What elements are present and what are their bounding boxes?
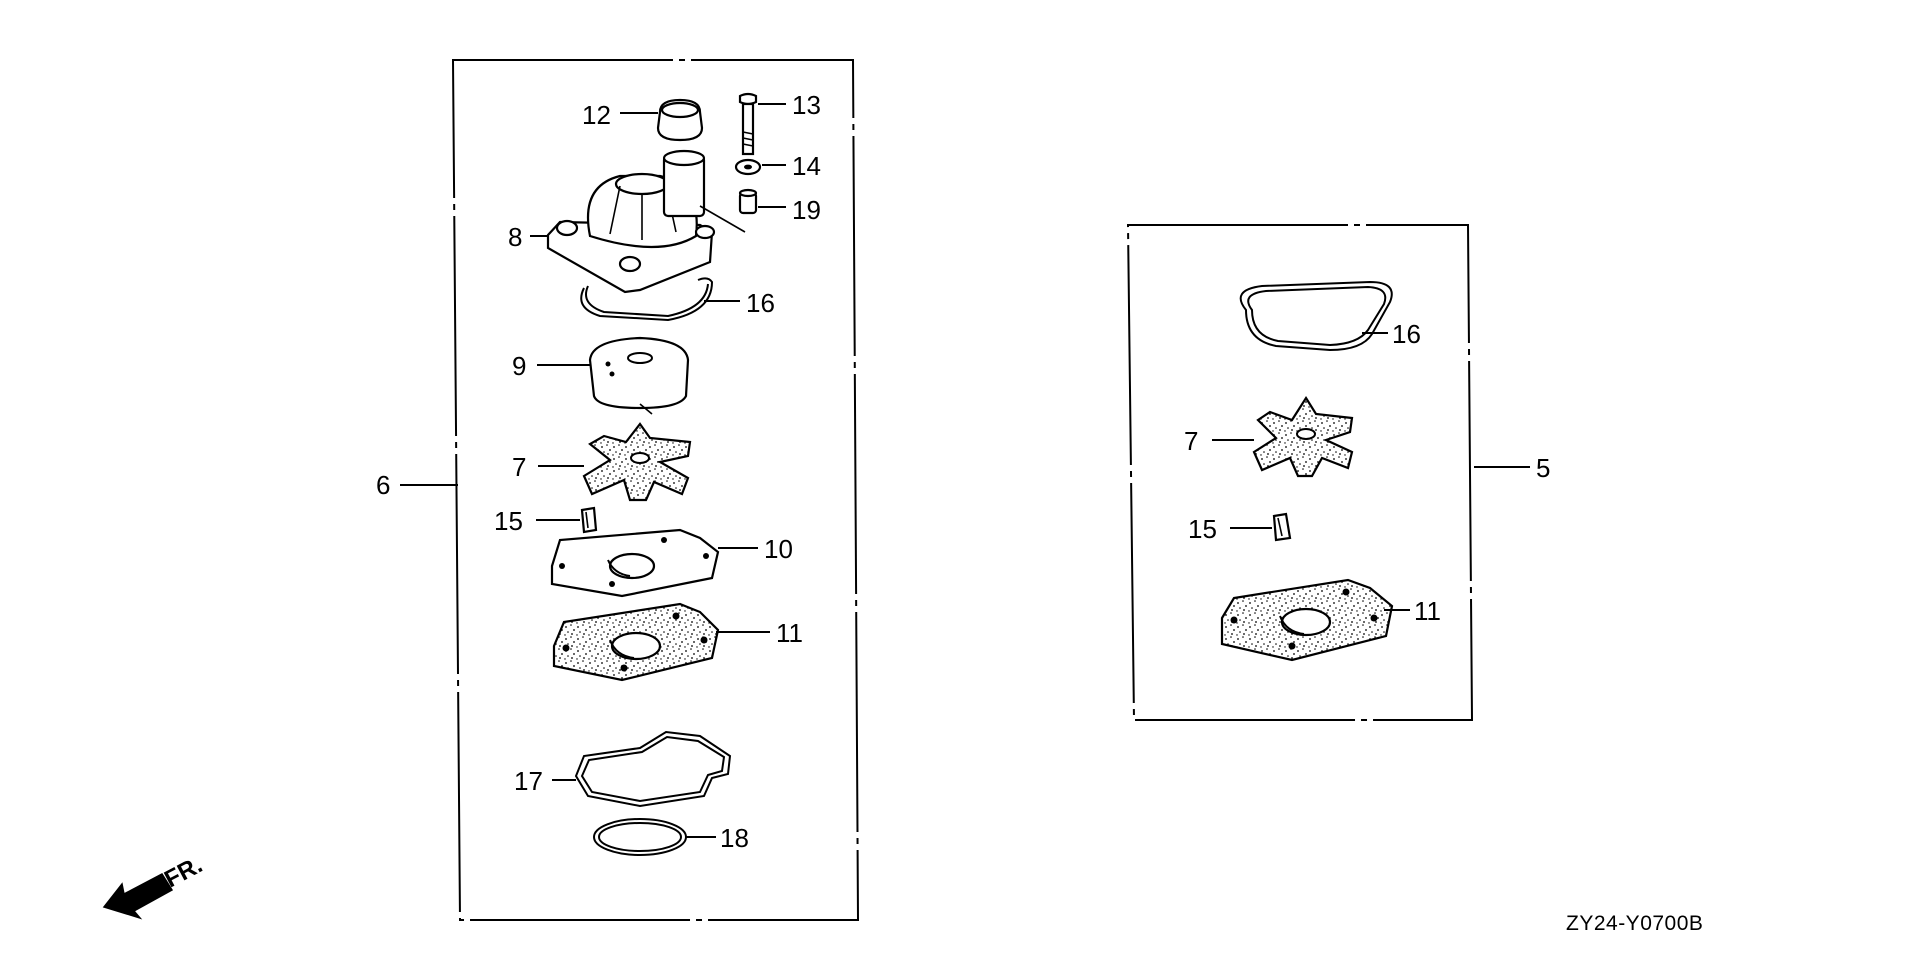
part-10-label: 10 bbox=[764, 534, 793, 564]
part-19-label: 19 bbox=[792, 195, 821, 225]
assembly-5-frame bbox=[1126, 224, 1474, 721]
part-13-bolt bbox=[738, 92, 786, 156]
assembly-6-callout: 6 bbox=[376, 470, 390, 500]
assembly-5-callout: 5 bbox=[1536, 453, 1550, 483]
part-16-seal-right bbox=[1239, 280, 1393, 352]
part-7-impeller-right bbox=[1212, 395, 1354, 478]
part-10-plate bbox=[550, 528, 758, 598]
part-7-impeller-left bbox=[538, 422, 692, 502]
part-9-liner bbox=[537, 336, 690, 415]
part-17-label: 17 bbox=[514, 766, 543, 796]
part-19-collar bbox=[738, 188, 786, 215]
part-11-gasket-right bbox=[1220, 578, 1410, 662]
part-12-label: 12 bbox=[582, 100, 611, 130]
part-9-label: 9 bbox=[512, 351, 526, 381]
part-15-key-left bbox=[536, 506, 598, 534]
part-12-grommet bbox=[620, 98, 704, 142]
part-18-o-ring bbox=[593, 818, 716, 856]
assembly-5-group: 5 16 7 15 bbox=[1126, 224, 1550, 721]
part-15-right-label: 15 bbox=[1188, 514, 1217, 544]
part-8-pump-housing bbox=[530, 149, 746, 294]
part-15-key-right bbox=[1230, 512, 1292, 542]
part-11-left-label: 11 bbox=[776, 618, 803, 648]
part-16-right-label: 16 bbox=[1392, 319, 1421, 349]
part-14-label: 14 bbox=[792, 151, 821, 181]
assembly-6-frame bbox=[451, 59, 860, 921]
part-14-washer bbox=[734, 158, 786, 176]
part-15-left-label: 15 bbox=[494, 506, 523, 536]
assembly-6-group: 6 12 13 14 19 bbox=[376, 59, 860, 921]
part-11-right-label: 11 bbox=[1414, 596, 1441, 626]
part-8-label: 8 bbox=[508, 222, 522, 252]
part-13-label: 13 bbox=[792, 90, 821, 120]
part-17-seal bbox=[552, 730, 732, 808]
part-16-seal-left bbox=[580, 277, 740, 322]
part-7-right-label: 7 bbox=[1184, 426, 1198, 456]
front-direction-arrow: FR. bbox=[102, 851, 207, 920]
part-7-left-label: 7 bbox=[512, 452, 526, 482]
part-16-left-label: 16 bbox=[746, 288, 775, 318]
part-11-gasket-left bbox=[552, 602, 770, 682]
drawing-code: ZY24-Y0700B bbox=[1566, 912, 1703, 935]
part-18-label: 18 bbox=[720, 823, 749, 853]
